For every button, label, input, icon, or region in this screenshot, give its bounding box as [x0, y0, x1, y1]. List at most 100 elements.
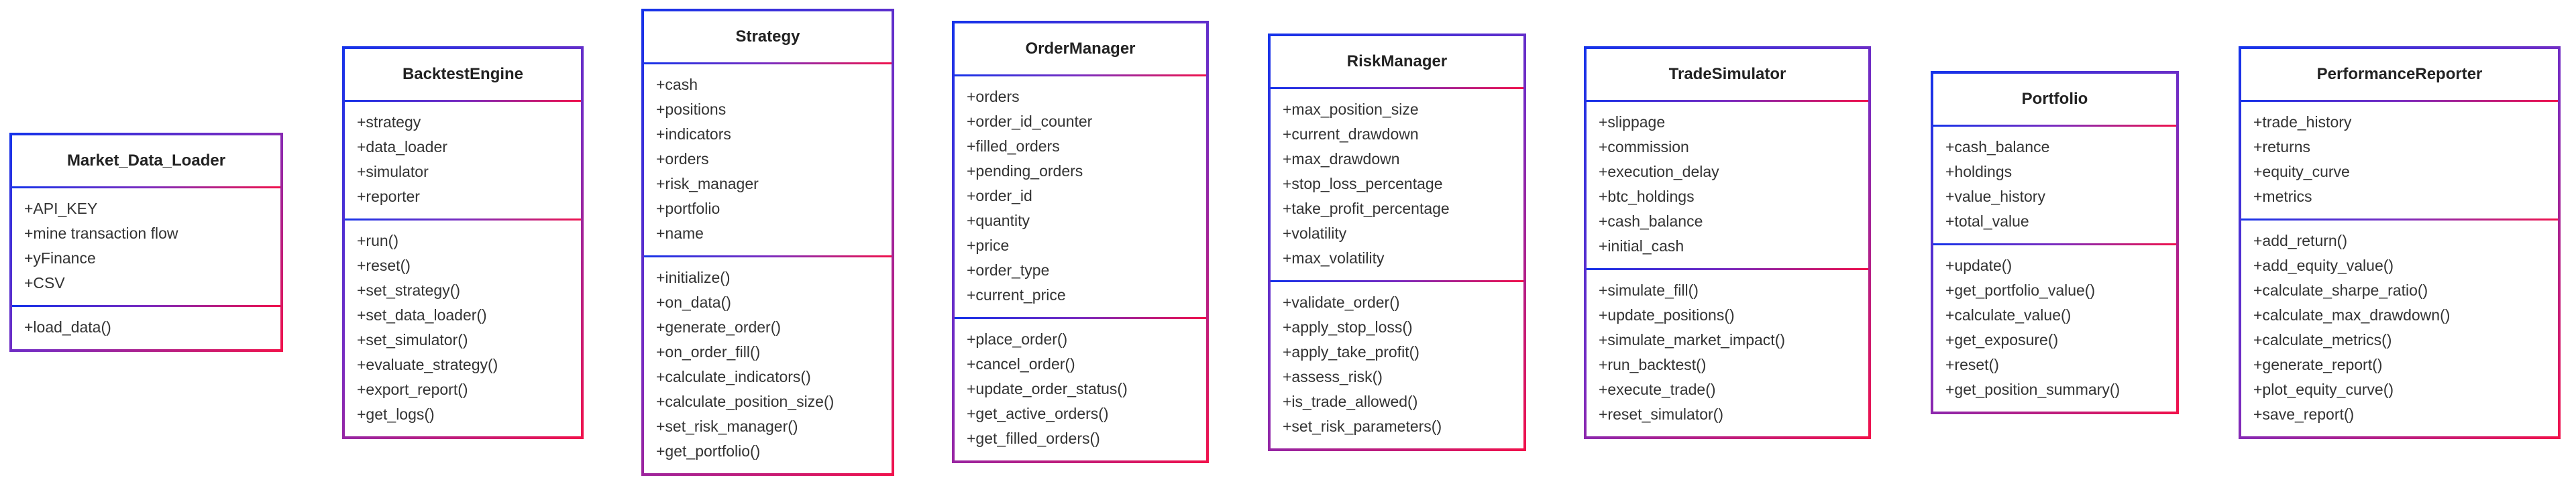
attribute-item: +cash: [656, 76, 698, 93]
method-item: +simulate_market_impact(): [1599, 331, 1786, 349]
attribute-item: +simulator: [357, 163, 429, 180]
attribute-item: +name: [656, 225, 704, 242]
attributes-section: +trade_history +returns +equity_curve +metr…: [2241, 102, 2558, 218]
method-item: +set_data_loader(): [357, 306, 487, 324]
section-divider: [1587, 268, 1868, 270]
method-item: +update_order_status(): [967, 380, 1128, 397]
attribute-item: +btc_holdings: [1599, 188, 1695, 205]
method-item: +load_data(): [24, 318, 111, 336]
method-item: +set_risk_parameters(): [1283, 418, 1442, 435]
methods-section: +initialize()+on_data()+generate_order()…: [644, 257, 892, 473]
method-item: +calculate_indicators(): [656, 368, 811, 385]
methods-section: +run()+reset()+set_strategy()+set_data_l…: [345, 221, 581, 436]
attribute-item: +pending_orders: [967, 162, 1083, 180]
attributes-section: +cash_balance+holdings+value_history+tot…: [1933, 127, 2176, 243]
attribute-item: +reporter: [357, 188, 420, 205]
attribute-item: +order_type: [967, 261, 1050, 279]
class-name: RiskManager: [1346, 52, 1448, 70]
section-divider: [644, 255, 892, 257]
class-name: OrderManager: [1025, 40, 1136, 58]
method-item: +execute_trade(): [1599, 381, 1716, 398]
attribute-item: +execution_delay: [1599, 163, 1719, 180]
attribute-item: +value_history: [1945, 188, 2045, 205]
class-name: Market_Data_Loader: [66, 151, 226, 170]
attribute-item: +API_KEY: [24, 200, 98, 217]
attributes-section: +orders+order_id_counter+filled_orders+p…: [955, 76, 1206, 317]
attribute-item: +trade_history: [2253, 113, 2352, 131]
attribute-item: +data_loader: [357, 138, 447, 155]
attribute-item: +orders: [656, 150, 709, 168]
method-item: +assess_risk(): [1283, 368, 1383, 385]
method-item: +reset(): [357, 257, 411, 274]
class-name: Portfolio: [2021, 90, 2088, 108]
attributes-section: +cash+positions+indicators+orders+risk_m…: [644, 64, 892, 255]
section-divider: [2241, 100, 2558, 102]
method-item: +get_logs(): [357, 405, 435, 423]
method-item: +on_order_fill(): [656, 343, 761, 361]
attribute-item: +returns: [2253, 138, 2311, 155]
method-item: +get_active_orders(): [967, 405, 1109, 422]
method-item: +evaluate_strategy(): [357, 356, 498, 373]
attributes-section: +max_position_size +current_drawdown +max_…: [1271, 89, 1523, 280]
class-box-backtest-engine: BacktestEngine+strategy+data_loader+simu…: [342, 46, 584, 439]
method-item: +apply_stop_loss(): [1283, 318, 1413, 336]
section-divider: [1271, 280, 1523, 282]
methods-section: +place_order()+cancel_order()+update_ord…: [955, 319, 1206, 460]
attribute-item: +portfolio: [656, 200, 720, 217]
method-item: +apply_take_profit(): [1283, 343, 1419, 361]
method-item: +place_order(): [967, 330, 1068, 348]
section-divider: [644, 62, 892, 64]
method-item: +plot_equity_curve(): [2253, 381, 2394, 398]
method-item: +run_backtest(): [1599, 356, 1707, 373]
section-divider: [1271, 87, 1523, 89]
attribute-item: +indicators: [656, 125, 731, 143]
method-item: +update(): [1945, 257, 2012, 274]
attribute-item: +cash_balance: [1599, 212, 1703, 230]
attribute-item: +current_drawdown: [1283, 125, 1419, 143]
attribute-item: +max_position_size: [1283, 101, 1419, 118]
attribute-item: +orders: [967, 88, 1020, 105]
attribute-item: +initial_cash: [1599, 237, 1684, 255]
attribute-item: +stop_loss_percentage: [1283, 175, 1443, 192]
method-item: +generate_order(): [656, 318, 782, 336]
attribute-item: +mine transaction flow: [24, 225, 178, 242]
attribute-item: +price: [967, 237, 1010, 254]
attribute-item: +volatility: [1283, 225, 1347, 242]
section-divider: [955, 317, 1206, 319]
class-box-portfolio: Portfolio +cash_balance +holdings +value_hi…: [1931, 71, 2179, 414]
attribute-item: +holdings: [1945, 163, 2012, 180]
attribute-item: +cash_balance: [1945, 138, 2050, 155]
method-item: +export_report(): [357, 381, 468, 398]
method-item: +get_exposure(): [1945, 331, 2059, 349]
section-divider: [2241, 218, 2558, 221]
attribute-item: +max_drawdown: [1283, 150, 1400, 168]
method-item: +calculate_sharpe_ratio(): [2253, 282, 2428, 299]
method-item: +get_position_summary(): [1945, 381, 2121, 398]
method-item: +generate_report(): [2253, 356, 2383, 373]
method-item: +add_equity_value(): [2253, 257, 2394, 274]
attribute-item: +metrics: [2253, 188, 2312, 205]
attribute-item: +risk_manager: [656, 175, 759, 192]
attribute-item: +quantity: [967, 212, 1030, 229]
method-item: +get_filled_orders(): [967, 430, 1100, 447]
section-divider: [345, 218, 581, 221]
section-divider: [1933, 125, 2176, 127]
method-item: +calculate_position_size(): [656, 393, 835, 410]
method-item: +save_report(): [2253, 405, 2355, 423]
method-item: +run(): [357, 232, 398, 249]
section-divider: [1933, 243, 2176, 245]
method-item: +is_trade_allowed(): [1283, 393, 1418, 410]
class-name: Strategy: [735, 27, 800, 46]
attribute-item: +equity_curve: [2253, 163, 2350, 180]
class-box-risk-manager: RiskManager +max_position_size +current_dr…: [1268, 34, 1526, 451]
section-divider: [12, 186, 280, 188]
method-item: +calculate_metrics(): [2253, 331, 2392, 349]
class-box-strategy: Strategy+cash+positions+indicators+order…: [641, 9, 894, 476]
section-divider: [955, 74, 1206, 76]
attributes-section: +slippage+commission+execution_delay+btc…: [1587, 102, 1868, 268]
class-name: PerformanceReporter: [2316, 65, 2483, 83]
class-name: BacktestEngine: [402, 65, 524, 83]
method-item: +initialize(): [656, 269, 731, 286]
attribute-item: +commission: [1599, 138, 1689, 155]
attribute-item: +order_id: [967, 187, 1032, 204]
